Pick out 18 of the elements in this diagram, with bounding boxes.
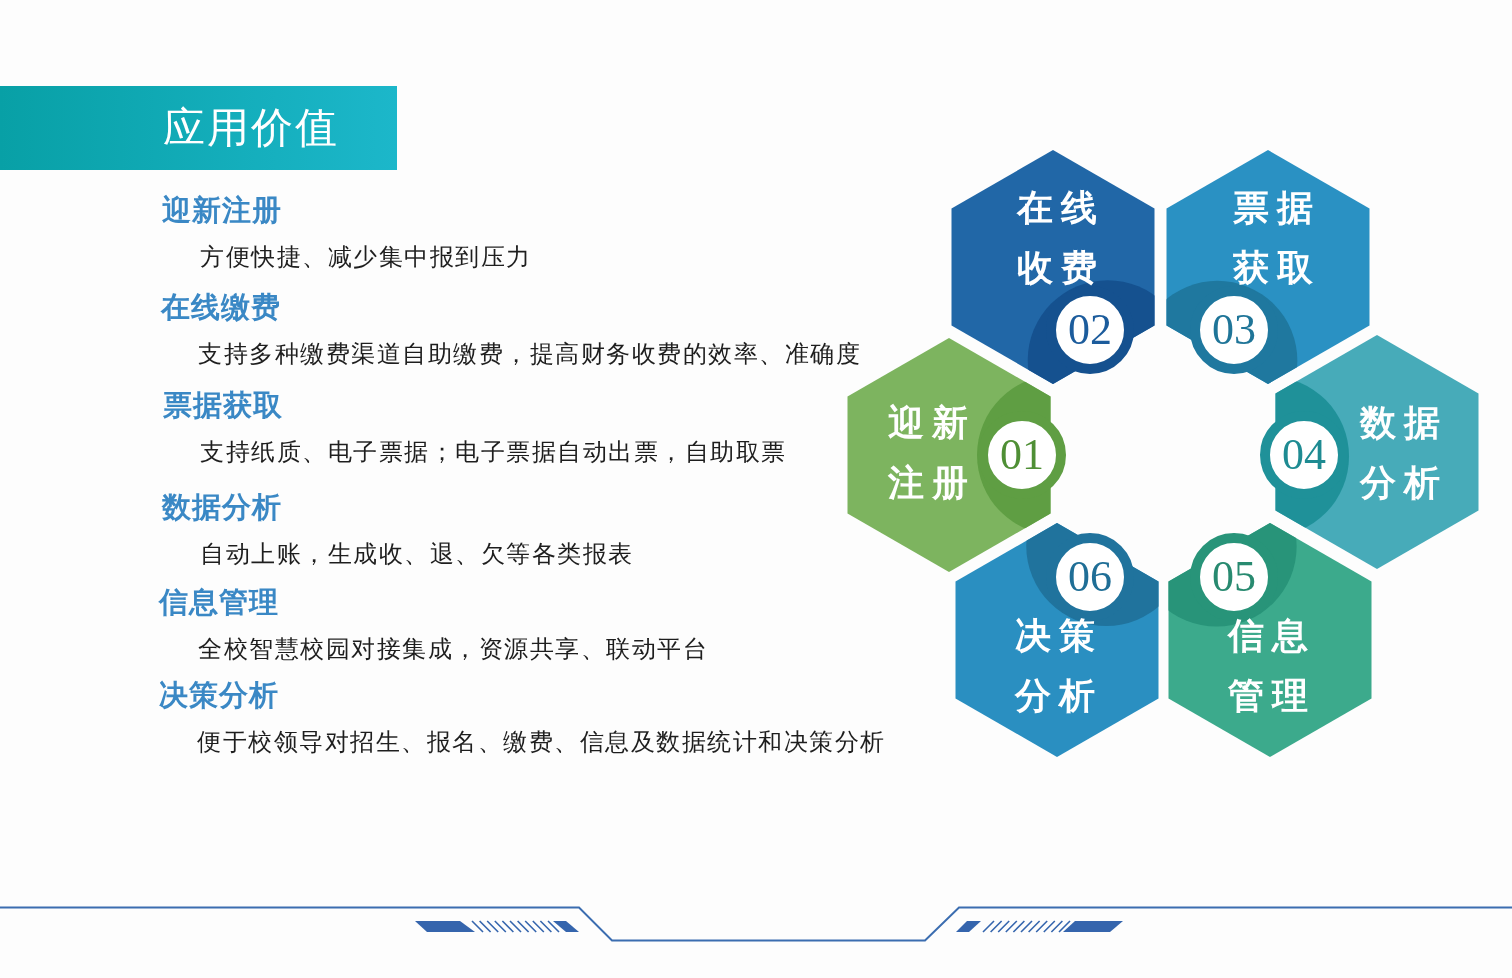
- section-heading: 迎新注册: [162, 192, 282, 228]
- description-text: 支持多种缴费渠道自助缴费，提高财务收费的效率、准确度: [198, 340, 861, 369]
- hexagon-tile: [951, 150, 1155, 384]
- section-heading: 信息管理: [159, 584, 279, 620]
- description-text: 方便快捷、减少集中报到压力: [200, 243, 532, 272]
- hexagon-tile: [1168, 523, 1372, 757]
- hexagon-tile: [955, 523, 1159, 757]
- tile-label: 迎新注册: [888, 401, 977, 505]
- tile-label: 数据分析: [1360, 401, 1449, 505]
- section-heading: 在线缴费: [161, 289, 281, 325]
- section-heading: 票据获取: [163, 387, 283, 423]
- description-text: 便于校领导对招生、报名、缴费、信息及数据统计和决策分析: [197, 728, 886, 757]
- description-text: 自动上账，生成收、退、欠等各类报表: [200, 540, 634, 569]
- section-heading: 数据分析: [162, 489, 282, 525]
- description-text: 全校智慧校园对接集成，资源共享、联动平台: [198, 635, 708, 664]
- section-heading: 决策分析: [159, 677, 279, 713]
- description-text: 支持纸质、电子票据；电子票据自动出票，自助取票: [200, 438, 787, 467]
- title-banner: 应用价值: [0, 86, 397, 170]
